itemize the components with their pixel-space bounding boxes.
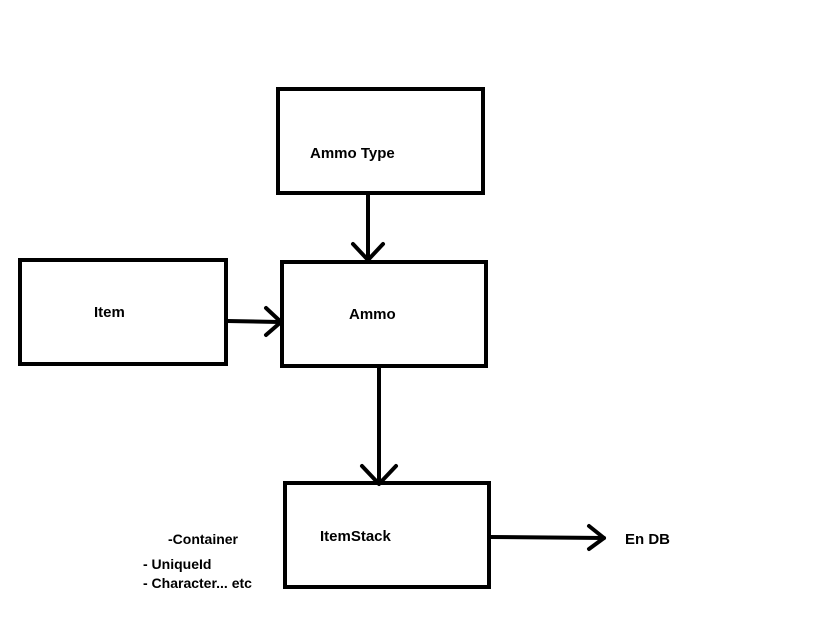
note-unique-id: - UniqueId [143,556,212,572]
edge-ammo-type-to-ammo [351,191,385,262]
node-ammo-type-box [276,87,485,195]
node-item-box [18,258,228,366]
note-container: -Container [168,531,238,547]
edge-item-to-ammo [225,306,283,337]
node-item-stack-label: ItemStack [320,528,391,545]
note-character: - Character... etc [143,575,252,591]
node-ammo-type-label: Ammo Type [310,145,395,162]
edge-ammo-to-item-stack [360,366,398,486]
node-ammo-box [280,260,488,368]
node-item-label: Item [94,304,125,321]
external-en-db-label: En DB [625,531,670,548]
node-item-stack-box [283,481,491,589]
edge-item-stack-to-en-db [488,524,606,551]
node-ammo-label: Ammo [349,306,396,323]
